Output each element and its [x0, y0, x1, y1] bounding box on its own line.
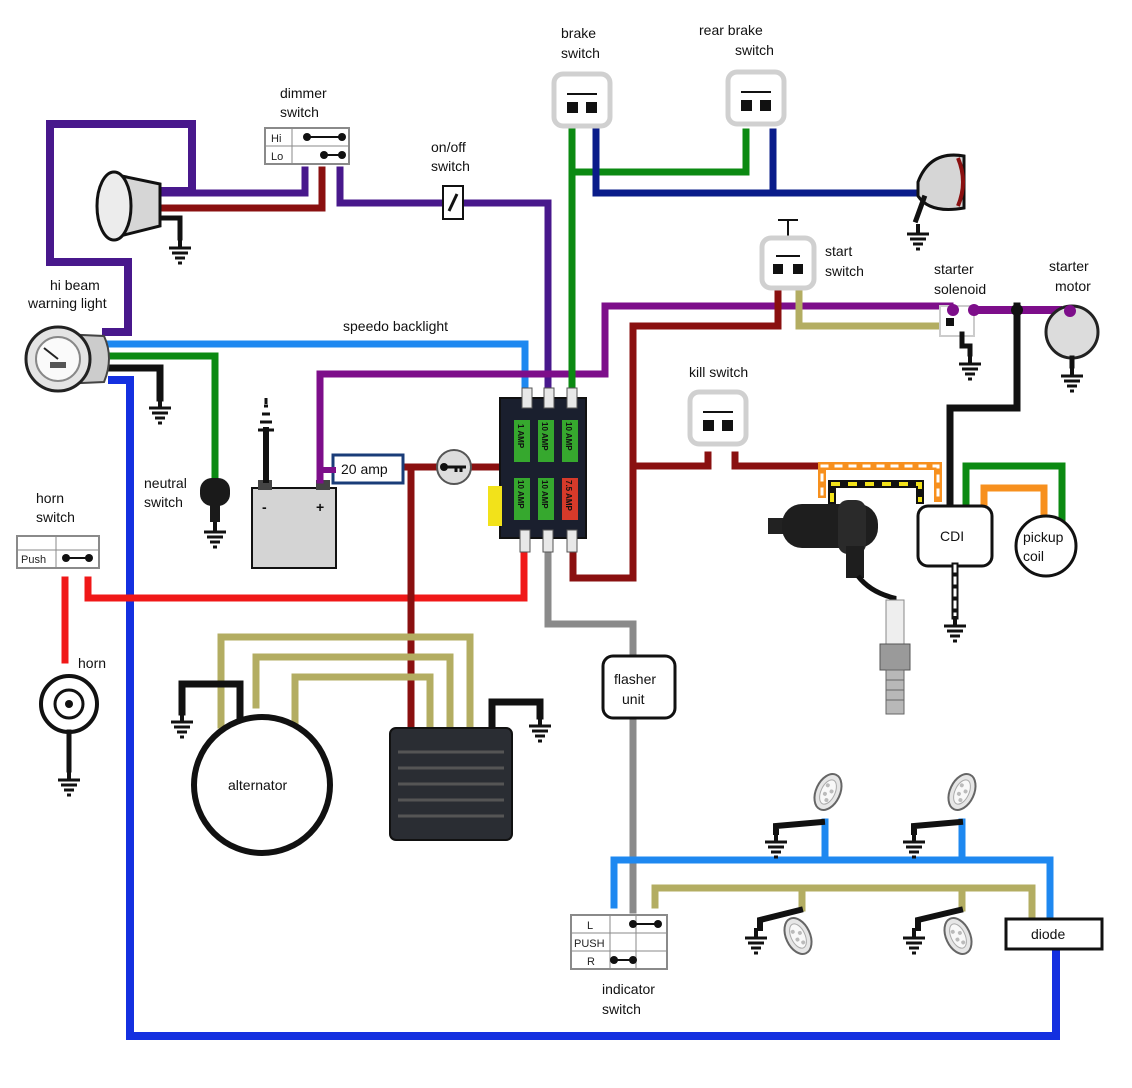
wire-black-speedo-gnd: [100, 364, 164, 402]
turn-signal-icon: [901, 768, 982, 859]
regulator-rectifier-icon: [389, 727, 513, 841]
solenoid-junction-dot: [1011, 304, 1023, 316]
wire-black-alt-gnd: [178, 680, 244, 726]
ignition-coil-icon: [768, 500, 897, 608]
wire-olive-indicator: [651, 884, 1036, 924]
starter-motor: [1044, 304, 1100, 393]
speedo-backlight-label: speedo backlight: [343, 318, 448, 334]
cdi-label: CDI: [940, 528, 964, 544]
fuse-4: 10 AMP: [516, 480, 525, 509]
wire-orange-pickup: [980, 484, 1048, 524]
indicator-switch[interactable]: L PUSH R: [570, 914, 668, 970]
horn-label: horn: [78, 655, 106, 671]
wire-maroon-kill-b: [731, 451, 824, 470]
wire-black-reg-gnd: [488, 698, 544, 734]
turn-signal-icon: [901, 906, 978, 960]
starter-solenoid: [939, 304, 983, 381]
dimmer-switch[interactable]: Hi Lo: [264, 127, 350, 165]
fuse-2: 10 AMP: [540, 422, 549, 451]
alternator: alternator: [191, 714, 333, 856]
alternator-label: alternator: [228, 777, 287, 793]
kill-switch-icon[interactable]: [690, 392, 746, 444]
fuse-20amp: 20 amp: [331, 453, 405, 485]
brake-switch-icon[interactable]: [554, 74, 610, 126]
headlight-icon: [95, 170, 193, 265]
wire-purple-dimmer-hi: [156, 166, 309, 197]
wire-olive-alt-3: [291, 673, 434, 734]
horn-icon: [39, 674, 99, 797]
fuse-5: 10 AMP: [540, 480, 549, 509]
key-icon[interactable]: [436, 449, 472, 485]
wire-black-coil: [828, 480, 924, 504]
wire-magenta-ignition: [316, 302, 954, 474]
wire-deepblue-main: [108, 376, 1060, 1040]
battery-icon: - +: [251, 398, 337, 569]
wire-gray-flasher: [544, 548, 637, 660]
wire-green-neutral: [100, 352, 219, 482]
wire-green-pickup: [962, 462, 1066, 524]
wire-maroon-dimmer-lo: [156, 166, 326, 212]
wire-purple-onoff-fuse: [458, 199, 552, 396]
svg-text:+: +: [316, 499, 324, 515]
turn-signal-icon: [763, 768, 848, 859]
wire-purple-hibeam: [46, 120, 196, 336]
rear-brake-switch-icon[interactable]: [728, 72, 784, 124]
wire-red-horn-b: [84, 548, 528, 602]
wire-maroon-start: [569, 288, 782, 582]
taillight-icon: [905, 153, 966, 251]
indicator-l-label: L: [587, 920, 593, 932]
on-off-switch[interactable]: [442, 185, 464, 220]
speedometer-icon: [24, 325, 110, 393]
wire-black-cdi: [946, 302, 1021, 510]
start-switch[interactable]: [759, 219, 817, 291]
dimmer-hi-label: Hi: [271, 133, 281, 145]
fuse-3: 10 AMP: [564, 422, 573, 451]
wire-blue-indicator: [610, 856, 1054, 924]
wire-maroon-kill-a: [632, 451, 712, 470]
indicator-r-label: R: [587, 956, 595, 968]
fuse-box: 1 AMP 10 AMP 10 AMP 10 AMP 10 AMP 7.5 AM…: [488, 387, 587, 553]
horn-switch[interactable]: Push: [16, 535, 100, 569]
fuse-1: 1 AMP: [516, 424, 525, 449]
wire-green-rear-brake: [571, 128, 750, 176]
svg-text:-: -: [262, 499, 267, 515]
indicator-push-label: PUSH: [574, 938, 605, 950]
wire-olive-start: [795, 288, 959, 330]
wire-purple-dimmer-onoff: [336, 166, 449, 207]
diode: diode: [1004, 917, 1104, 951]
fuse-20amp-label: 20 amp: [341, 461, 388, 477]
diode-label: diode: [1031, 926, 1065, 942]
wire-orange-coil-dots: [820, 464, 940, 500]
fuse-6: 7.5 AMP: [564, 480, 573, 511]
turn-signal-icon: [743, 906, 818, 960]
cdi-unit: CDI: [916, 504, 994, 643]
kill-switch-label: kill switch: [689, 364, 748, 380]
horn-push-label: Push: [21, 554, 46, 566]
wire-olive-alt-2: [252, 653, 454, 734]
dimmer-lo-label: Lo: [271, 151, 283, 163]
wire-navy-taillight: [592, 128, 922, 197]
neutral-switch[interactable]: [200, 478, 230, 549]
spark-plug-icon: [879, 599, 911, 715]
